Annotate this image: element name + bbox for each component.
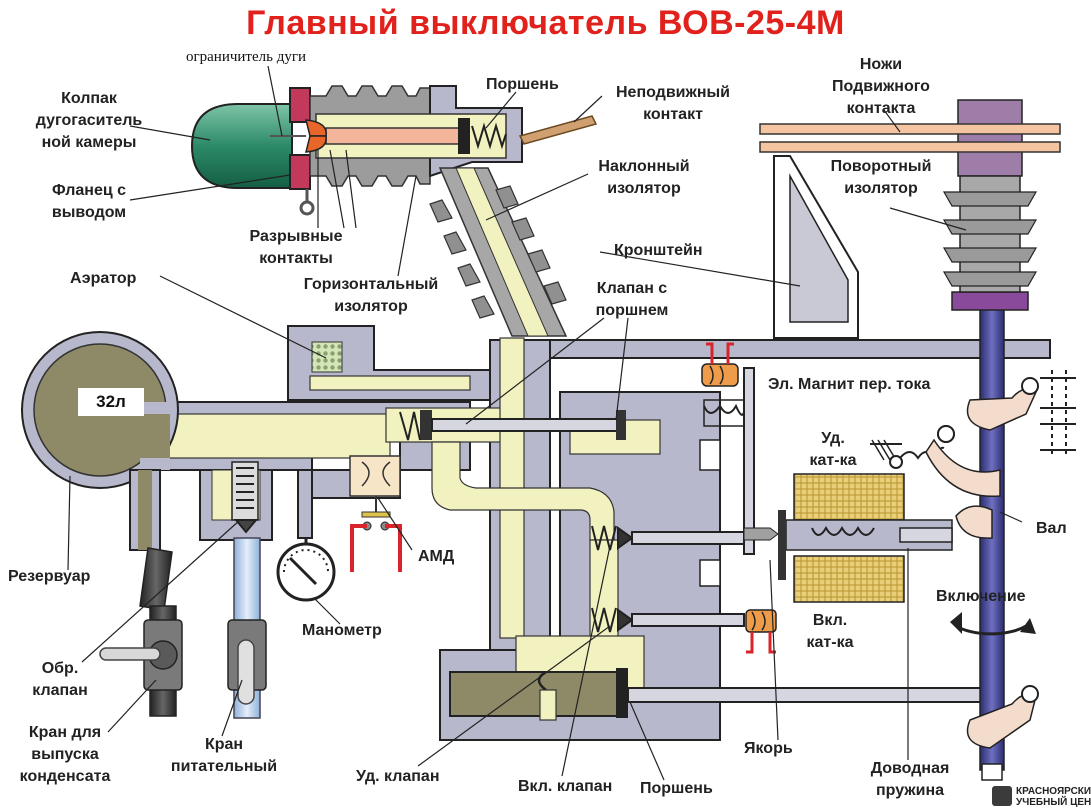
on-coil [745,609,777,654]
chamber-cap [190,103,293,189]
current-magnet [701,342,755,555]
label-top-piston: Поршень [486,76,559,93]
label-switch-on: Включение [936,588,1026,605]
fixed-contact [518,115,598,145]
shaft-assembly [759,99,1076,781]
diagram-title: Главный выключатель ВОВ-25-4М [246,4,845,42]
label-on-coil: Вкл.кат-ка [806,612,854,651]
feed-spring [231,461,259,534]
label-aerator: Аэратор [70,270,137,287]
label-arc-limiter: ограничитель дуги [186,49,307,65]
flange-top [289,87,311,123]
aerator-element [311,341,343,373]
flange-bottom [289,154,311,190]
amd-switch [349,455,402,572]
label-hold-coil: Уд.кат-ка [809,430,857,469]
on-valve-piston [591,607,745,633]
manometer [276,538,336,602]
label-check-valve: Обр.клапан [32,660,88,699]
logo-icon [992,786,1012,806]
leader-lines [67,65,1023,781]
tank-volume-label: 32л [78,388,144,416]
label-hold-valve: Уд. клапан [356,768,440,785]
drive-piston [449,668,999,721]
hold-coil [743,473,953,603]
arc-chamber [190,85,598,216]
label-amd: АМД [418,548,455,565]
label-bracket: Кронштейн [614,242,703,259]
label-manometer: Манометр [302,622,382,639]
moving-knife-bottom [759,141,1061,153]
feed-pipe [227,537,267,719]
valve-with-piston [399,410,626,441]
label-bottom-piston: Поршень [640,780,713,797]
moving-contact [325,127,465,145]
label-reservoir: Резервуар [8,568,91,585]
drain-pipe [99,547,183,717]
label-armature: Якорь [744,740,793,757]
moving-knife-top [759,123,1061,135]
label-current-magnet: Эл. Магнит пер. тока [768,376,931,393]
label-on-valve: Вкл. клапан [518,778,613,795]
inclined-insulator [429,167,568,337]
top-piston [458,118,470,154]
label-shaft: Вал [1036,520,1067,537]
